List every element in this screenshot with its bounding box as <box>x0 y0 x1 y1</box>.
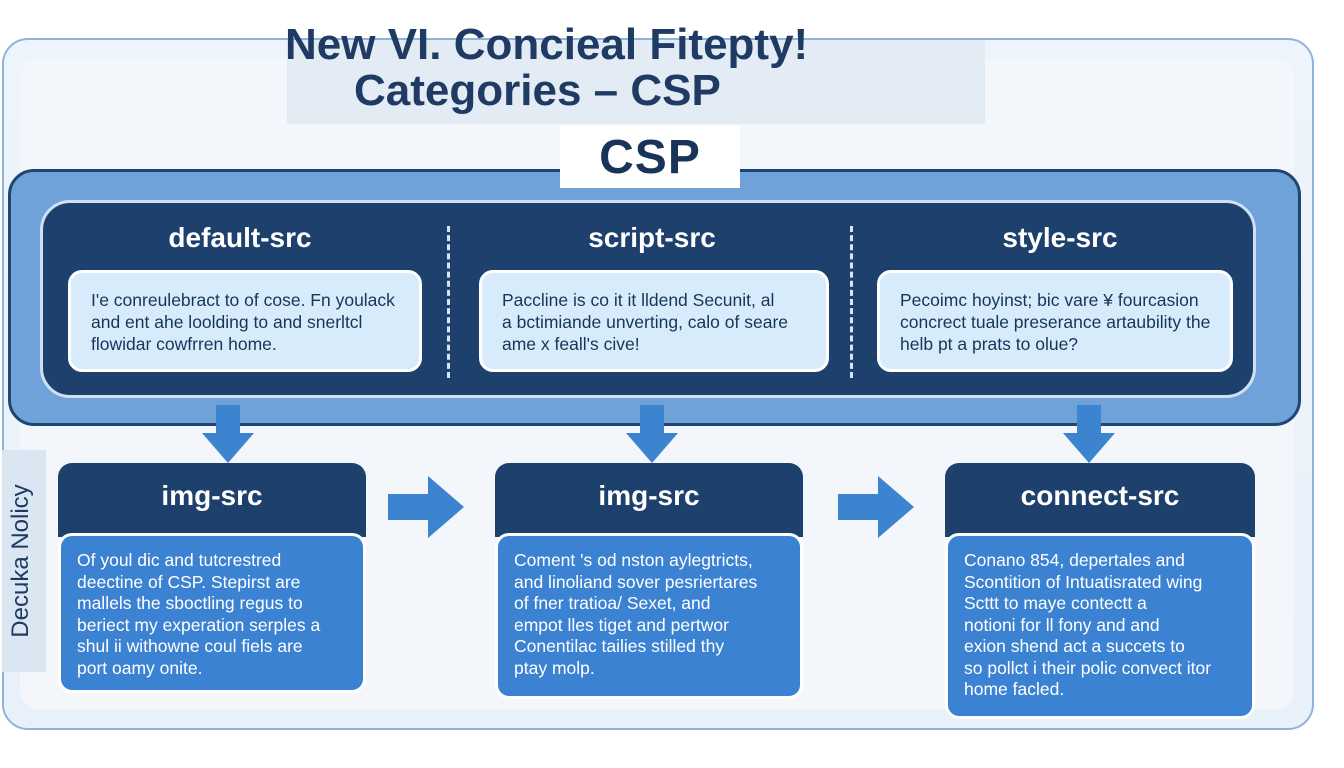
directive-title-img-src-2: img-src <box>495 463 803 537</box>
directive-title-style-src: style-src <box>1002 222 1118 253</box>
directive-description-script-src: Paccline is co it it lldend Secunit, al … <box>479 270 829 372</box>
directive-title-default-src: default-src <box>168 222 312 253</box>
directive-description-img-src-2: Coment 's od nston aylegtricts, and lino… <box>495 533 803 699</box>
title-background <box>287 40 985 124</box>
directive-title-script-src: script-src <box>588 222 716 253</box>
side-label: Decuka Nolicy <box>7 484 34 638</box>
column-separator <box>447 226 450 378</box>
arrow-right-icon <box>838 476 914 538</box>
directive-description-connect-src: Conano 854, depertales and Scontition of… <box>945 533 1255 719</box>
arrow-down-icon <box>626 405 678 463</box>
diagram-title-line-1: New VI. Concieal Fitepty! <box>285 20 809 69</box>
arrow-down-icon <box>202 405 254 463</box>
directive-title-connect-src: connect-src <box>945 463 1255 537</box>
diagram-title-line-2: Categories – CSP <box>354 66 721 115</box>
directive-title-img-src: img-src <box>58 463 366 537</box>
directive-description-style-src: Pecoimc hoyinst; bic vare ¥ fourcasion c… <box>877 270 1233 372</box>
arrow-right-icon <box>388 476 464 538</box>
csp-label-box: CSP <box>560 126 740 188</box>
arrow-down-icon <box>1063 405 1115 463</box>
side-tab <box>2 450 46 672</box>
directive-description-default-src: I'e conreulebract to of cose. Fn youlack… <box>68 270 422 372</box>
column-separator <box>850 226 853 378</box>
csp-label: CSP <box>599 130 701 184</box>
directive-description-img-src: Of youl dic and tutcrestred deectine of … <box>58 533 366 693</box>
